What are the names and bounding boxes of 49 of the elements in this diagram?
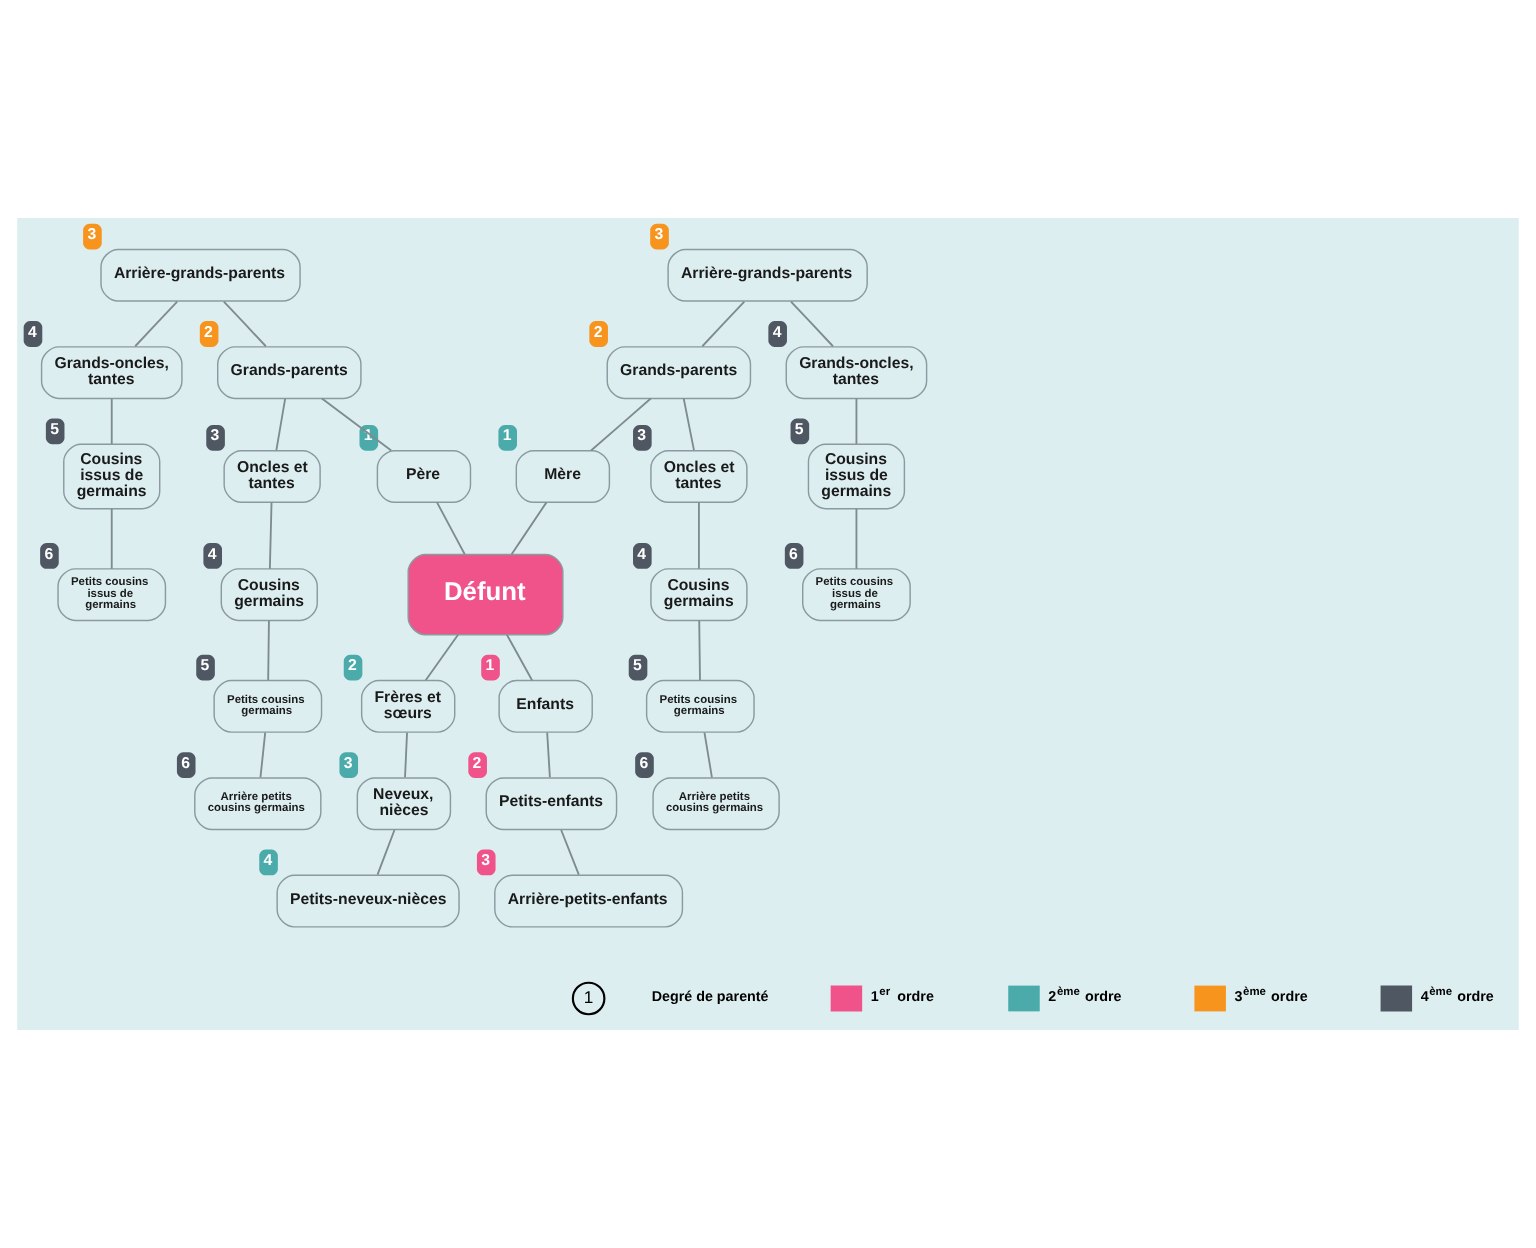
connector (682, 397, 695, 452)
connector (267, 619, 270, 682)
node-label: 4 (637, 544, 647, 563)
connector (376, 829, 396, 876)
node-label: 5 (794, 419, 804, 438)
node-label: 6 (181, 753, 190, 772)
connector (855, 397, 858, 445)
node-label: 3 (481, 851, 490, 870)
node-label: 2 (204, 322, 213, 341)
node-label: 3 (654, 225, 664, 244)
node-label: 2 (472, 753, 482, 772)
connector (701, 300, 746, 348)
connector (110, 397, 113, 445)
connector (259, 731, 267, 779)
node-label: 3 (343, 753, 353, 772)
connector (268, 501, 273, 570)
connector (505, 633, 533, 682)
connector (697, 501, 700, 570)
node-label: 3 (210, 426, 220, 445)
node-label: 4 (27, 322, 37, 341)
connector (404, 731, 408, 779)
connector (855, 507, 858, 570)
node-label: 5 (50, 419, 59, 438)
node-label: 4 (207, 544, 217, 563)
label: 1 (583, 986, 594, 1007)
node-box: Défunt (407, 553, 564, 636)
connector (698, 619, 701, 682)
node-label: 6 (44, 544, 54, 563)
node-label: 4 (772, 322, 782, 341)
node-label: 2 (593, 322, 603, 341)
node-label: 1 (485, 656, 495, 675)
node-label: 5 (633, 656, 642, 675)
node-label: 3 (637, 426, 647, 445)
connector (275, 397, 287, 452)
connector (134, 300, 179, 348)
connector (110, 507, 113, 570)
connector (424, 633, 459, 682)
connector (703, 731, 713, 779)
node-label: 6 (789, 544, 798, 563)
node-label: 6 (639, 753, 649, 772)
connector (436, 501, 466, 556)
node-label: 4 (263, 851, 273, 870)
node-label: 5 (200, 656, 210, 675)
connector (560, 829, 580, 876)
connector (546, 731, 551, 779)
connector (510, 501, 548, 556)
node-label: 3 (87, 225, 97, 244)
node-label: 1 (502, 426, 512, 445)
node-label: 2 (348, 656, 357, 675)
